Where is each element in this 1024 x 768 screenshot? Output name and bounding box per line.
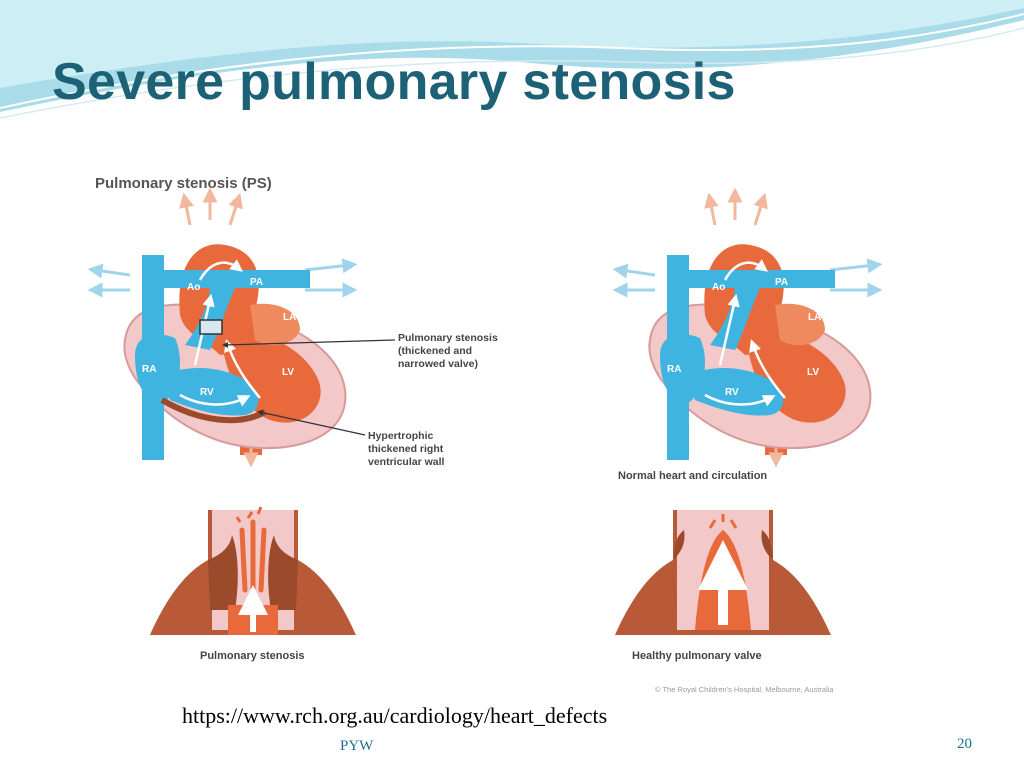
slide-number: 20 xyxy=(957,736,972,752)
healthy-valve-detail xyxy=(615,510,831,635)
ps-heart-illustration xyxy=(95,195,350,460)
label-ao-left: Ao xyxy=(187,282,200,293)
pulmonary-stenosis-figure: Ao PA LA RA LV RV Ao PA LA RA LV RV Pulm… xyxy=(60,150,955,700)
figure-title: Pulmonary stenosis (PS) xyxy=(95,175,272,192)
footer-author: PYW xyxy=(340,738,374,754)
label-ra-right: RA xyxy=(667,364,681,375)
label-pa-right: PA xyxy=(775,277,788,288)
stenosis-callout: Pulmonary stenosis (thickened and narrow… xyxy=(398,332,498,370)
label-ra-left: RA xyxy=(142,364,156,375)
label-pa-left: PA xyxy=(250,277,263,288)
normal-heart-illustration xyxy=(620,195,875,460)
healthy-valve-caption: Healthy pulmonary valve xyxy=(632,650,762,662)
heart-diagram-artwork: Ao PA LA RA LV RV Ao PA LA RA LV RV xyxy=(60,150,955,635)
label-rv-left: RV xyxy=(200,387,214,398)
image-credit: © The Royal Children's Hospital, Melbour… xyxy=(655,685,834,694)
ps-valve-caption: Pulmonary stenosis xyxy=(200,650,305,662)
label-lv-right: LV xyxy=(807,367,819,378)
stenosis-leader-line xyxy=(222,339,396,348)
label-rv-right: RV xyxy=(725,387,739,398)
stenotic-valve-detail xyxy=(150,506,356,635)
label-la-left: LA xyxy=(283,312,296,323)
label-lv-left: LV xyxy=(282,367,294,378)
label-ao-right: Ao xyxy=(712,282,725,293)
normal-heart-caption: Normal heart and circulation xyxy=(618,470,768,482)
label-la-right: LA xyxy=(808,312,821,323)
header-wave-decoration xyxy=(0,0,1024,119)
hypertrophy-callout: Hypertrophic thickened right ventricular… xyxy=(368,430,445,468)
source-link[interactable]: https://www.rch.org.au/cardiology/heart_… xyxy=(182,703,608,728)
hypertrophy-leader-line xyxy=(257,409,366,436)
slide-title: Severe pulmonary stenosis xyxy=(52,53,736,111)
